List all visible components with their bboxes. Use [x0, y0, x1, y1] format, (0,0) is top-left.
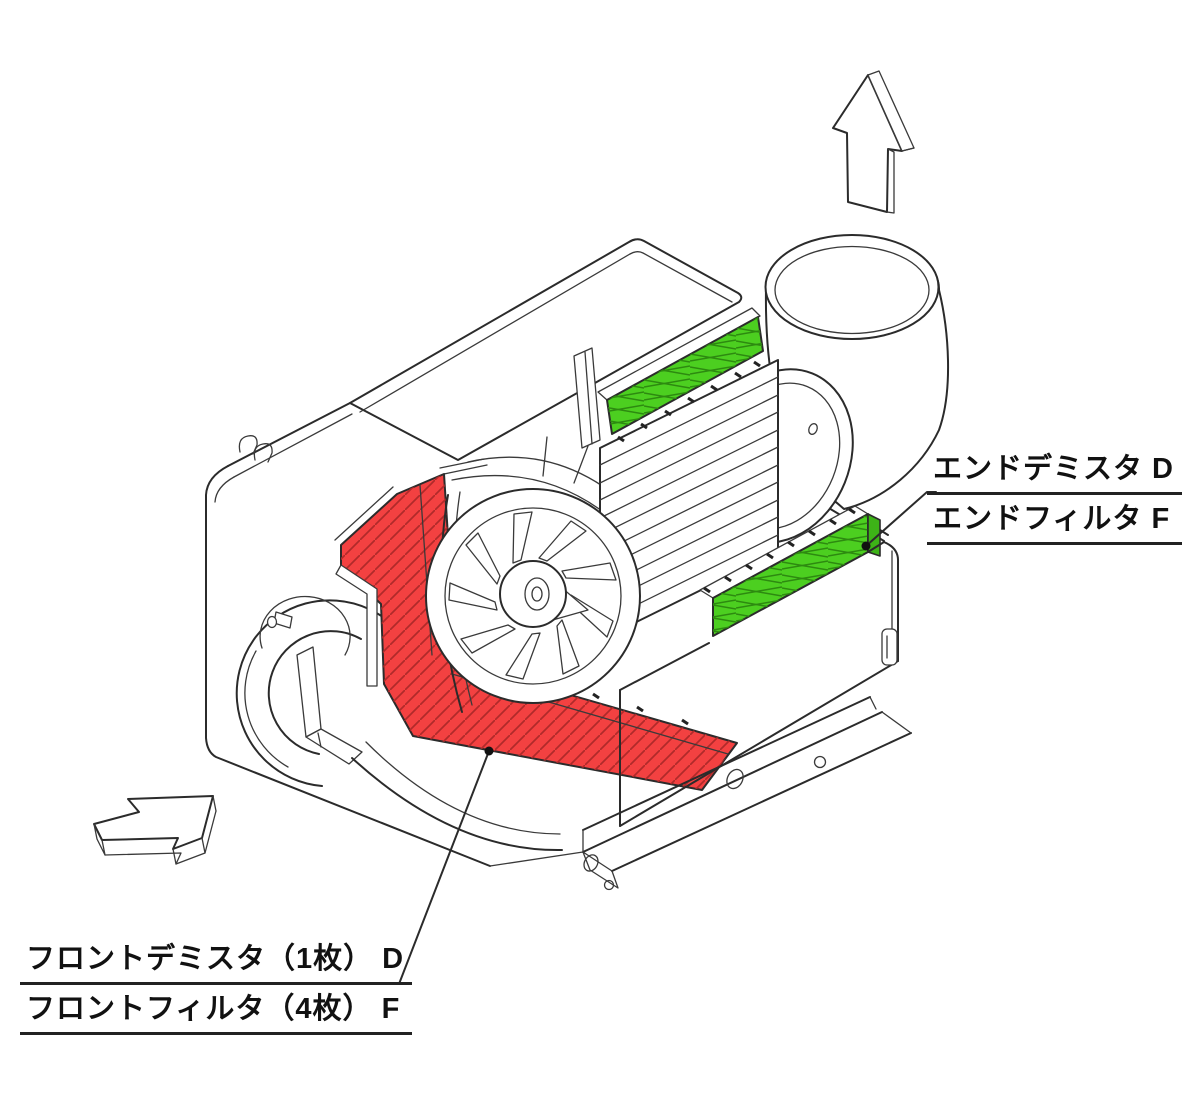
mounting-hole [583, 854, 599, 872]
mounting-hole [603, 879, 615, 891]
leader-line-front-filter [398, 750, 490, 985]
hook-icon [253, 443, 273, 463]
duct-opening-outer [764, 234, 940, 340]
leader-dot [861, 541, 871, 551]
filter-step-bracket [335, 564, 378, 687]
lifting-hooks [238, 435, 273, 463]
top-cover [349, 238, 743, 461]
label-end-filter: エンドフィルタ F [927, 502, 1183, 545]
filter-holder-post [573, 347, 601, 449]
scroll-bottom-wall [351, 757, 563, 852]
hook-icon [238, 435, 258, 455]
base-foot [582, 851, 619, 889]
label-front-demister: フロントデミスタ（1枚） D [20, 942, 413, 985]
end-filter-bottom [699, 505, 881, 637]
label-front-filter: フロントフィルタ（4枚） F [20, 992, 413, 1035]
end-filter-top-hatch [607, 317, 763, 434]
impeller-blades [448, 511, 617, 680]
mounting-hole [726, 768, 744, 790]
casing-latch [881, 628, 898, 666]
motor [599, 359, 779, 641]
label-end-filters: エンドデミスタ D エンドフィルタ F [927, 452, 1183, 552]
flange-bolt-hole [808, 423, 818, 435]
duct-opening-inner [774, 245, 930, 335]
outlet-arrow-icon [832, 70, 915, 214]
inlet-bell [235, 595, 415, 787]
shaft-bore [531, 586, 543, 602]
label-front-filters: フロントデミスタ（1枚） D フロントフィルタ（4枚） F [20, 942, 413, 1042]
fan-impeller [425, 488, 641, 704]
end-filter-bottom-hatch [713, 514, 868, 636]
inlet-arrow-icon [93, 795, 217, 865]
label-end-demister: エンドデミスタ D [927, 452, 1183, 495]
scroll-bottom-wall [365, 741, 561, 835]
base-skid [351, 696, 912, 891]
end-filter-top [573, 307, 764, 449]
mounting-hole [813, 755, 827, 769]
filter-frame-clips [703, 507, 856, 594]
leader-dot [484, 746, 494, 756]
end-casing [619, 541, 899, 827]
filter-frame-clips [617, 360, 761, 443]
drain-bolt [266, 611, 293, 629]
inlet-housing [205, 402, 491, 867]
cutaway-edges [334, 458, 488, 541]
